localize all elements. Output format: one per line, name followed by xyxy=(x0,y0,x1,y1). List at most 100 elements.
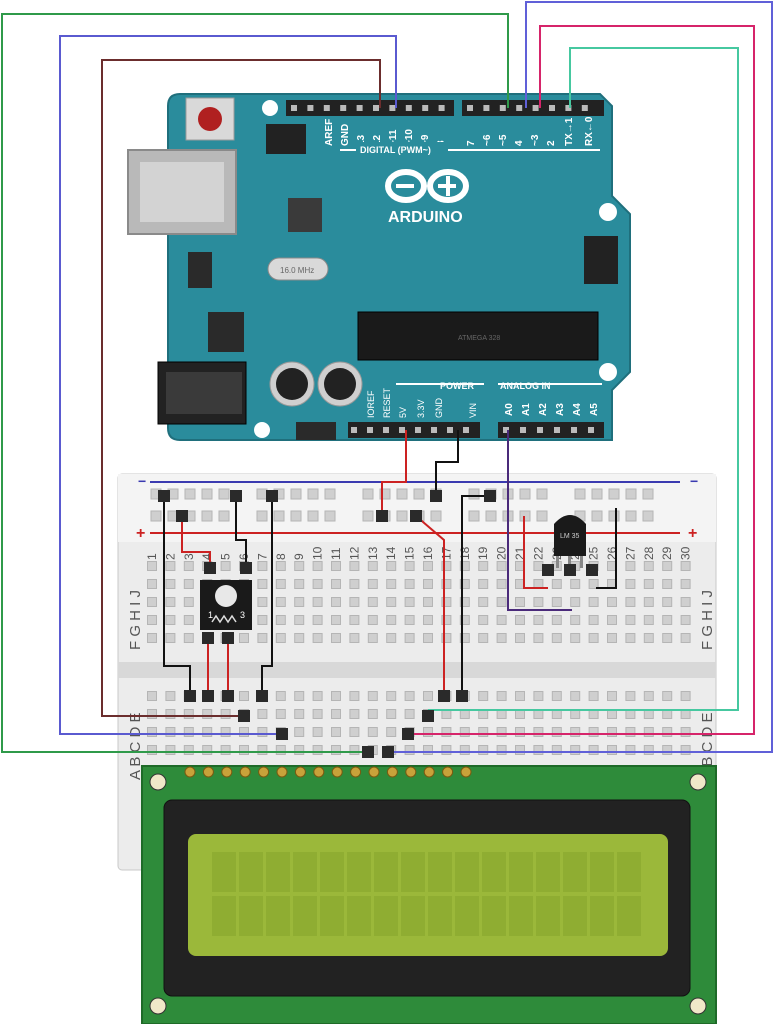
rail-hole xyxy=(201,510,213,522)
rail-hole xyxy=(608,488,620,500)
lcd-cell xyxy=(239,896,263,936)
wire-pot-5v xyxy=(181,516,211,568)
breadboard-hole xyxy=(441,633,452,643)
sensor-body xyxy=(554,515,586,556)
header-hole xyxy=(520,427,526,433)
jumper-terminal xyxy=(564,564,576,576)
crystal xyxy=(267,257,329,281)
lcd-pin xyxy=(331,766,343,778)
breadboard-hole xyxy=(478,615,489,625)
breadboard-hole xyxy=(239,633,249,643)
lcd-pin xyxy=(386,766,398,778)
lcd-cell xyxy=(347,896,371,936)
rail-hole xyxy=(536,488,548,500)
jumper-terminal xyxy=(438,690,450,702)
column-number: 20 xyxy=(495,546,509,560)
breadboard-hole xyxy=(202,745,213,755)
breadboard-hole xyxy=(496,615,507,625)
header-hole xyxy=(447,427,453,433)
lcd-pins xyxy=(184,766,472,778)
breadboard-hole xyxy=(349,561,360,571)
lcd-mount-hole xyxy=(149,773,167,791)
lcd-pin xyxy=(442,766,454,778)
header-hole xyxy=(516,105,523,111)
jumper-terminal xyxy=(204,562,216,574)
breadboard-hole xyxy=(588,727,599,737)
mount-hole xyxy=(599,363,617,381)
breadboard-hole xyxy=(349,691,360,701)
breadboard-hole xyxy=(331,597,341,607)
top-pin-label: ~9 xyxy=(420,134,431,146)
breadboard-hole xyxy=(625,727,636,737)
breadboard-hole xyxy=(515,745,525,755)
breadboard-hole xyxy=(147,691,157,701)
top-pin-label: AREF xyxy=(324,119,335,146)
breadboard-hole xyxy=(294,597,305,607)
breadboard-hole xyxy=(662,727,673,737)
jumper-terminal xyxy=(240,562,252,574)
rail-hole xyxy=(591,510,603,522)
wire-rail-gnd-lcd2 xyxy=(261,496,273,696)
top-pin-label: ~11 xyxy=(388,129,399,146)
breadboard-hole xyxy=(183,745,194,755)
breadboard-hole xyxy=(386,727,397,737)
jumper-terminal xyxy=(202,632,214,644)
breadboard-hole xyxy=(202,727,213,737)
column-number: 5 xyxy=(219,553,233,560)
breadboard-hole xyxy=(643,727,654,737)
breadboard-hole xyxy=(570,745,581,755)
lcd-module xyxy=(141,765,717,1024)
breadboard-hole xyxy=(404,561,415,571)
header-hole xyxy=(383,427,389,433)
rail-hole xyxy=(536,510,548,522)
breadboard-hole xyxy=(331,727,341,737)
breadboard-hole xyxy=(294,727,305,737)
breadboard-hole xyxy=(239,727,249,737)
breadboard-hole xyxy=(275,615,286,625)
lcd-cell xyxy=(482,896,506,936)
sensor-leg xyxy=(556,556,559,568)
breadboard-hole xyxy=(165,691,176,701)
breadboard-hole xyxy=(551,579,562,589)
breadboard-hole xyxy=(496,561,507,571)
breadboard-hole xyxy=(367,615,378,625)
header-hole xyxy=(565,105,572,111)
lcd-character-cells xyxy=(212,852,641,936)
jumper-terminal xyxy=(586,564,598,576)
breadboard-hole xyxy=(147,561,157,571)
breadboard-hole xyxy=(533,561,544,571)
breadboard-hole xyxy=(441,615,452,625)
breadboard-hole xyxy=(275,579,286,589)
rail-hole xyxy=(608,510,620,522)
breadboard-hole xyxy=(680,561,691,571)
header-hole xyxy=(581,105,588,111)
header-hole xyxy=(323,105,330,111)
breadboard-hole xyxy=(680,615,691,625)
breadboard-hole xyxy=(607,597,617,607)
jumper-terminal xyxy=(484,490,496,502)
breadboard-top-rail-area xyxy=(118,474,716,542)
breadboard-hole xyxy=(386,561,397,571)
breadboard-hole xyxy=(239,745,249,755)
breadboard-hole xyxy=(404,745,415,755)
breadboard-hole xyxy=(257,633,268,643)
breadboard-hole xyxy=(165,709,176,719)
breadboard-hole xyxy=(533,597,544,607)
breadboard-hole xyxy=(367,727,378,737)
power-pin-label: GND xyxy=(434,398,444,419)
header-hole xyxy=(356,105,363,111)
chip-label: ATMEGA 328 xyxy=(458,335,500,342)
breadboard-hole xyxy=(588,745,599,755)
breadboard-hole xyxy=(404,615,415,625)
wire-pot-gnd xyxy=(163,496,191,696)
lcd-pin xyxy=(184,766,196,778)
jumper-terminal xyxy=(456,690,468,702)
column-number: 14 xyxy=(384,546,398,560)
rail-hole xyxy=(290,488,302,500)
rail-hole xyxy=(150,510,162,522)
lcd-cell xyxy=(266,896,290,936)
rail-plus-left: + xyxy=(136,525,145,542)
lcd-pin xyxy=(202,766,214,778)
lcd-pin xyxy=(350,766,362,778)
